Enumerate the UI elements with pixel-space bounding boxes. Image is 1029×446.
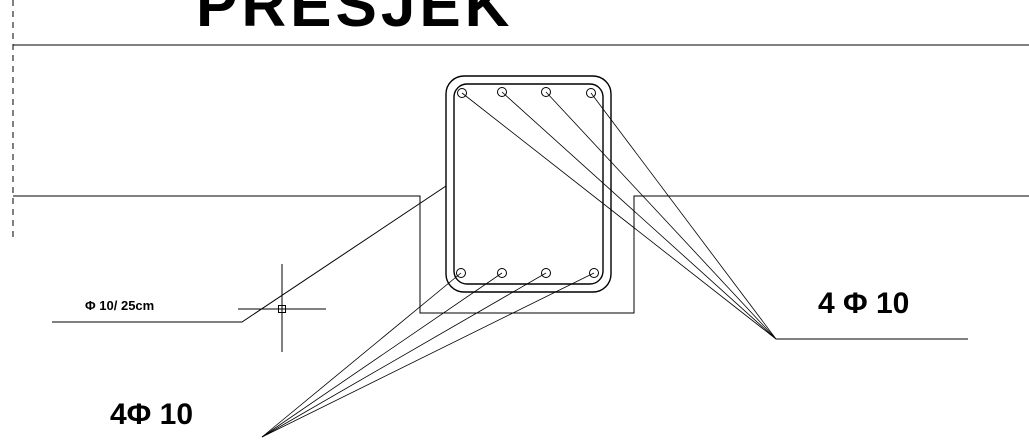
stirrup-label: Φ 10/ 25cm: [85, 298, 154, 313]
top-rebar-leaders: [461, 91, 777, 340]
beam-outline: [445, 75, 612, 293]
slab-beam-outline: [13, 195, 1029, 314]
stirrup-leader: [52, 185, 447, 323]
stirrup: [453, 83, 604, 285]
bottom-rebar-leaders: [261, 272, 595, 438]
top-rebar-label: 4 Φ 10: [818, 287, 909, 320]
bottom-rebar-label: 4Φ 10: [110, 398, 193, 431]
cad-crosshair-icon: [238, 264, 326, 352]
drawing-title: PRESJEK: [196, 0, 513, 40]
